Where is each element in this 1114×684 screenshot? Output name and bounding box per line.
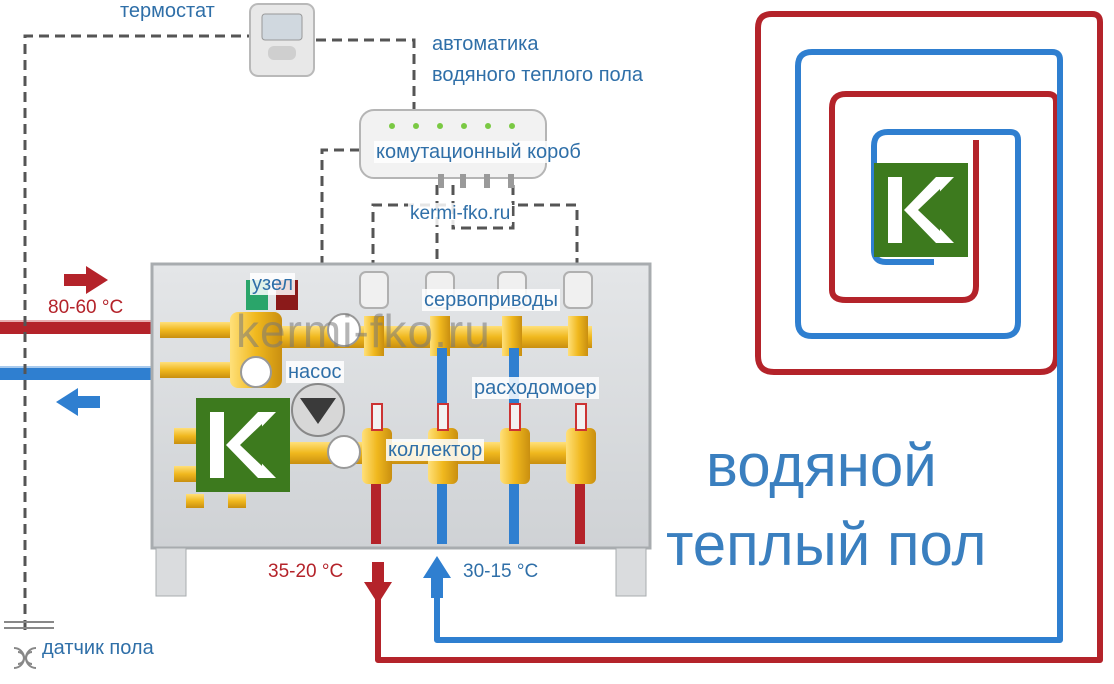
arrow-up-icon <box>423 556 451 598</box>
control-wiring <box>23 34 579 630</box>
watermark: kermi-fko.ru <box>236 305 491 357</box>
main-pipes <box>0 320 160 380</box>
title-line2: теплый пол <box>666 511 987 578</box>
floor-sensor-label: датчик пола <box>42 637 154 659</box>
switch-box-label: комутационный короб <box>374 141 583 163</box>
kermi-logo-icon <box>874 163 968 257</box>
pump-group <box>186 280 361 508</box>
arrow-down-icon <box>364 562 392 604</box>
supply-temp: 80-60 °C <box>48 297 124 318</box>
floor-return-temp: 30-15 °C <box>463 561 539 582</box>
floor-sensor <box>4 621 54 669</box>
loop-pipes <box>371 348 587 544</box>
thermostat-device <box>249 3 315 77</box>
loop-red-outer <box>375 11 1103 663</box>
automation-label-line1: автоматика <box>432 33 539 55</box>
flowmeter-label: расходомоер <box>472 377 599 399</box>
floor-loop <box>375 11 1103 663</box>
floor-supply-temp: 35-20 °C <box>268 561 344 582</box>
automation-label-line2: водяного теплого пола <box>432 64 644 86</box>
node-label: узел <box>250 273 296 295</box>
loop-blue-outer <box>434 49 1063 643</box>
kermi-logo-icon <box>196 398 290 492</box>
kermi-k-icon <box>210 412 276 478</box>
servo-label: сервоприводы <box>422 289 561 311</box>
pump-label: насос <box>286 361 344 383</box>
kermi-k-icon <box>888 177 954 243</box>
collector-label: коллектор <box>386 439 485 461</box>
arrow-right-icon <box>64 266 108 294</box>
arrow-left-icon <box>56 388 100 416</box>
thermostat-label: термостат <box>120 0 215 22</box>
title-line1: водяной <box>706 432 937 499</box>
site-link[interactable]: kermi-fko.ru <box>408 203 513 225</box>
